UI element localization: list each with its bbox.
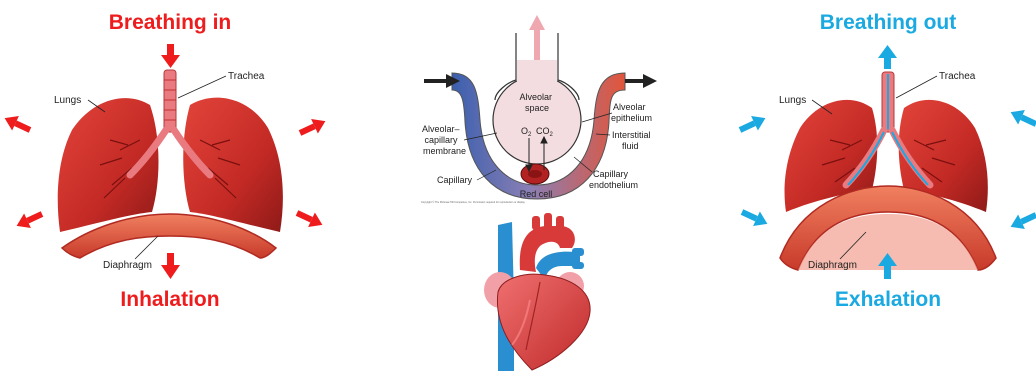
contract-arrow-upper-right-icon (1007, 105, 1036, 131)
expand-arrow-lower-left-icon (13, 207, 45, 233)
exhale-lungs-label: Lungs (779, 95, 806, 106)
capillary-endothelium-label: Capillary endothelium (589, 169, 638, 190)
o2-label: O (521, 126, 528, 136)
expand-arrow-lower-right-icon (294, 206, 326, 232)
exhale-heading: Breathing out (820, 11, 957, 34)
capillary-label: Capillary (437, 175, 473, 185)
expand-arrow-upper-right-icon (297, 114, 329, 140)
diaphragm-down-arrow-icon (161, 253, 180, 279)
exhale-air-arrow-icon (878, 45, 897, 69)
expand-arrow-upper-left-icon (1, 111, 33, 137)
inhale-heading: Breathing in (109, 11, 232, 34)
inhale-panel: Breathing in (1, 11, 329, 311)
alveolus (493, 76, 581, 164)
contract-arrow-lower-right-icon (1007, 208, 1036, 234)
exhale-trachea-label: Trachea (939, 71, 976, 82)
gas-exchange-diagram: O2 CO2 Alveolar space Alveolar epitheliu… (421, 15, 657, 204)
inhale-air-arrow-icon (161, 44, 180, 68)
contract-arrow-lower-left-icon (739, 205, 771, 231)
exhale-panel: Breathing out (737, 11, 1036, 311)
inhale-diaphragm-label: Diaphragm (103, 260, 152, 271)
red-cell-label: Red cell (520, 189, 553, 199)
exhale-diaphragm-label: Diaphragm (808, 260, 857, 271)
inhale-footer: Inhalation (120, 288, 219, 311)
copyright-text: Copyright © The McGraw-Hill Companies, I… (421, 201, 526, 204)
alveolar-epithelium-label: Alveolar epithelium (611, 102, 652, 123)
heart-illustration (484, 213, 590, 371)
co2-label: CO (536, 126, 550, 136)
interstitial-fluid-label: Interstitial fluid (612, 130, 653, 151)
exhale-footer: Exhalation (835, 288, 941, 311)
alveolar-capillary-membrane-label: Alveolar– capillary membrane (422, 124, 466, 156)
blood-flow-out-arrow-icon (625, 74, 657, 88)
inhale-trachea-label: Trachea (228, 71, 265, 82)
inhale-lungs-label: Lungs (54, 95, 81, 106)
contract-arrow-upper-left-icon (737, 111, 769, 137)
trachea (164, 70, 176, 132)
